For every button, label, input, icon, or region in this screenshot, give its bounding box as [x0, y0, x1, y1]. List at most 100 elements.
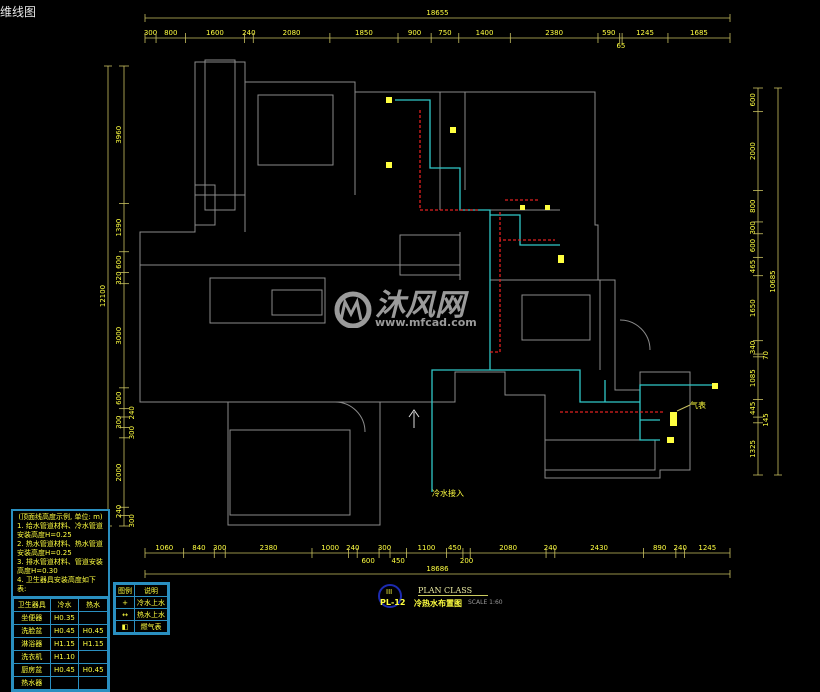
north-arrow-icon: [408, 409, 420, 428]
legend-note: 3. 排水管道材料、管道安装高度H=0.30: [17, 558, 103, 575]
drawing-name: 冷热水布置图: [414, 599, 462, 608]
top-dimension-label: 240: [242, 29, 255, 37]
top-dimension-label: 2380: [545, 29, 563, 37]
bottom-dimension-label: 1060: [155, 544, 173, 552]
table-cell: H1.15: [78, 637, 108, 651]
bottom-dimension-label: 2430: [590, 544, 608, 552]
table-cell: H1.15: [49, 637, 80, 651]
top-dimension-label: 750: [438, 29, 451, 37]
watermark-url: www.mfcad.com: [375, 316, 477, 329]
bottom-dimension-label: 1100: [418, 544, 436, 552]
dimension-lines: 300 800 1600 240 2080 1850 900 750 1400 2380 59065…: [99, 9, 782, 578]
cold-water-inlet-label: 冷水接入: [432, 489, 464, 498]
top-dimension-label: 900: [408, 29, 421, 37]
table-cell: H0.45: [49, 624, 80, 638]
top-dimension-label: 1400: [476, 29, 494, 37]
table-cell: [78, 650, 108, 664]
bottom-total-dimension-label: 18686: [426, 565, 449, 573]
right-dimension-label: 445: [749, 402, 757, 415]
drawing-code: PL-12: [380, 598, 406, 607]
table-header-cell: 冷水: [49, 598, 80, 612]
right-dimension-label: 340: [749, 341, 757, 354]
watermark-brand: 沐风网: [375, 288, 465, 323]
top-dimension-label: 1600: [206, 29, 224, 37]
bottom-dimension-label: 240: [674, 544, 687, 552]
right-dimension-label: 300: [749, 221, 757, 234]
right-dimension-label: 145: [762, 413, 770, 426]
watermark: 沐风网 www.mfcad.com: [333, 288, 477, 332]
bottom-dimension-label: 840: [192, 544, 205, 552]
left-dimension-label: 300: [115, 416, 123, 429]
bottom-dimension-label: 200: [460, 557, 473, 565]
right-dimension-label: 1325: [749, 440, 757, 458]
floor-plan-canvas: 300 800 1600 240 2080 1850 900 750 1400 2380 59065…: [99, 9, 782, 578]
bottom-dimension-label: 1000: [321, 544, 339, 552]
legend-symbol: ↔: [115, 608, 135, 621]
table-cell: 洗衣机: [13, 650, 51, 664]
top-dimension-label: 65: [616, 42, 625, 50]
right-dimension-label: 800: [749, 199, 757, 212]
bottom-dimension-label: 240: [544, 544, 557, 552]
left-dimension-label: 240: [128, 406, 136, 419]
legend-note: 2. 热水管道材料、热水管道安装高度H=0.25: [17, 540, 103, 557]
left-dimension-label: 300: [128, 514, 136, 527]
table-row: ◧燃气表: [115, 620, 168, 633]
left-dimension-label: 3960: [115, 126, 123, 144]
table-cell: 热水器: [13, 676, 51, 690]
bottom-dimension-label: 890: [653, 544, 666, 552]
right-dimension-label: 600: [749, 239, 757, 252]
plan-class-label: PLAN CLASS: [418, 586, 488, 596]
mfcad-logo-icon: [334, 291, 372, 329]
top-dimension-label: 2080: [283, 29, 301, 37]
table-header-cell: 图例: [115, 584, 135, 597]
table-cell: [49, 676, 80, 690]
drawing-scale: SCALE 1:60: [468, 599, 503, 606]
table-header-cell: 热水: [78, 598, 108, 612]
left-dimension-label: 600: [115, 392, 123, 405]
top-total-dimension-label: 18655: [426, 9, 448, 17]
table-cell: 冷水上水: [134, 596, 168, 609]
table-cell: 热水上水: [134, 608, 168, 621]
bottom-dimension-label: 600: [361, 557, 374, 565]
left-total-dimension-label: 12100: [99, 285, 107, 307]
table-cell: [78, 676, 108, 690]
water-pipes: [395, 99, 718, 492]
bottom-dimension-label: 450: [392, 557, 405, 565]
table-cell: 厨房盆: [13, 663, 51, 677]
table-cell: 洗脸盆: [13, 624, 51, 638]
top-dimension-label: 1685: [690, 29, 708, 37]
gas-meter-label: 气表: [690, 401, 706, 410]
right-dimension-label: 465: [749, 260, 757, 273]
top-dimension-label: 1245: [636, 29, 654, 37]
table-cell: 淋浴器: [13, 637, 51, 651]
drawing-tab-title: 维线图: [0, 5, 37, 19]
bottom-dimension-label: 1245: [698, 544, 716, 552]
bottom-dimension-label: 450: [448, 544, 461, 552]
table-row: 热水器: [13, 676, 108, 690]
bottom-dimension-label: 2380: [260, 544, 278, 552]
legend-symbol: +: [115, 596, 135, 609]
bottom-dimension-label: 300: [213, 544, 226, 552]
left-dimension-label: 600: [115, 255, 123, 268]
table-cell: H0.45: [78, 624, 108, 638]
table-header-cell: 卫生器具: [13, 598, 51, 612]
table-header-cell: 说明: [134, 584, 168, 597]
table-row: +冷水上水: [115, 596, 168, 609]
top-dimension-label: 590: [602, 29, 615, 37]
bottom-dimension-label: 2080: [499, 544, 517, 552]
table-cell: 燃气表: [134, 620, 168, 633]
right-dimension-label: 600: [749, 93, 757, 106]
pipe-fixtures: [386, 97, 718, 443]
symbol-legend: 图例说明 +冷水上水 ↔热水上水 ◧燃气表: [113, 582, 170, 635]
table-cell: H0.45: [78, 663, 108, 677]
left-dimension-label: 300: [128, 426, 136, 439]
legend-note: 4. 卫生器具安装高度如下表:: [17, 576, 96, 593]
top-dimension-label: 1850: [355, 29, 373, 37]
left-dimension-label: 1390: [115, 219, 123, 237]
table-header: 图例说明: [115, 584, 168, 597]
legend-symbol: ◧: [115, 620, 135, 633]
left-dimension-label: 320: [115, 271, 123, 284]
